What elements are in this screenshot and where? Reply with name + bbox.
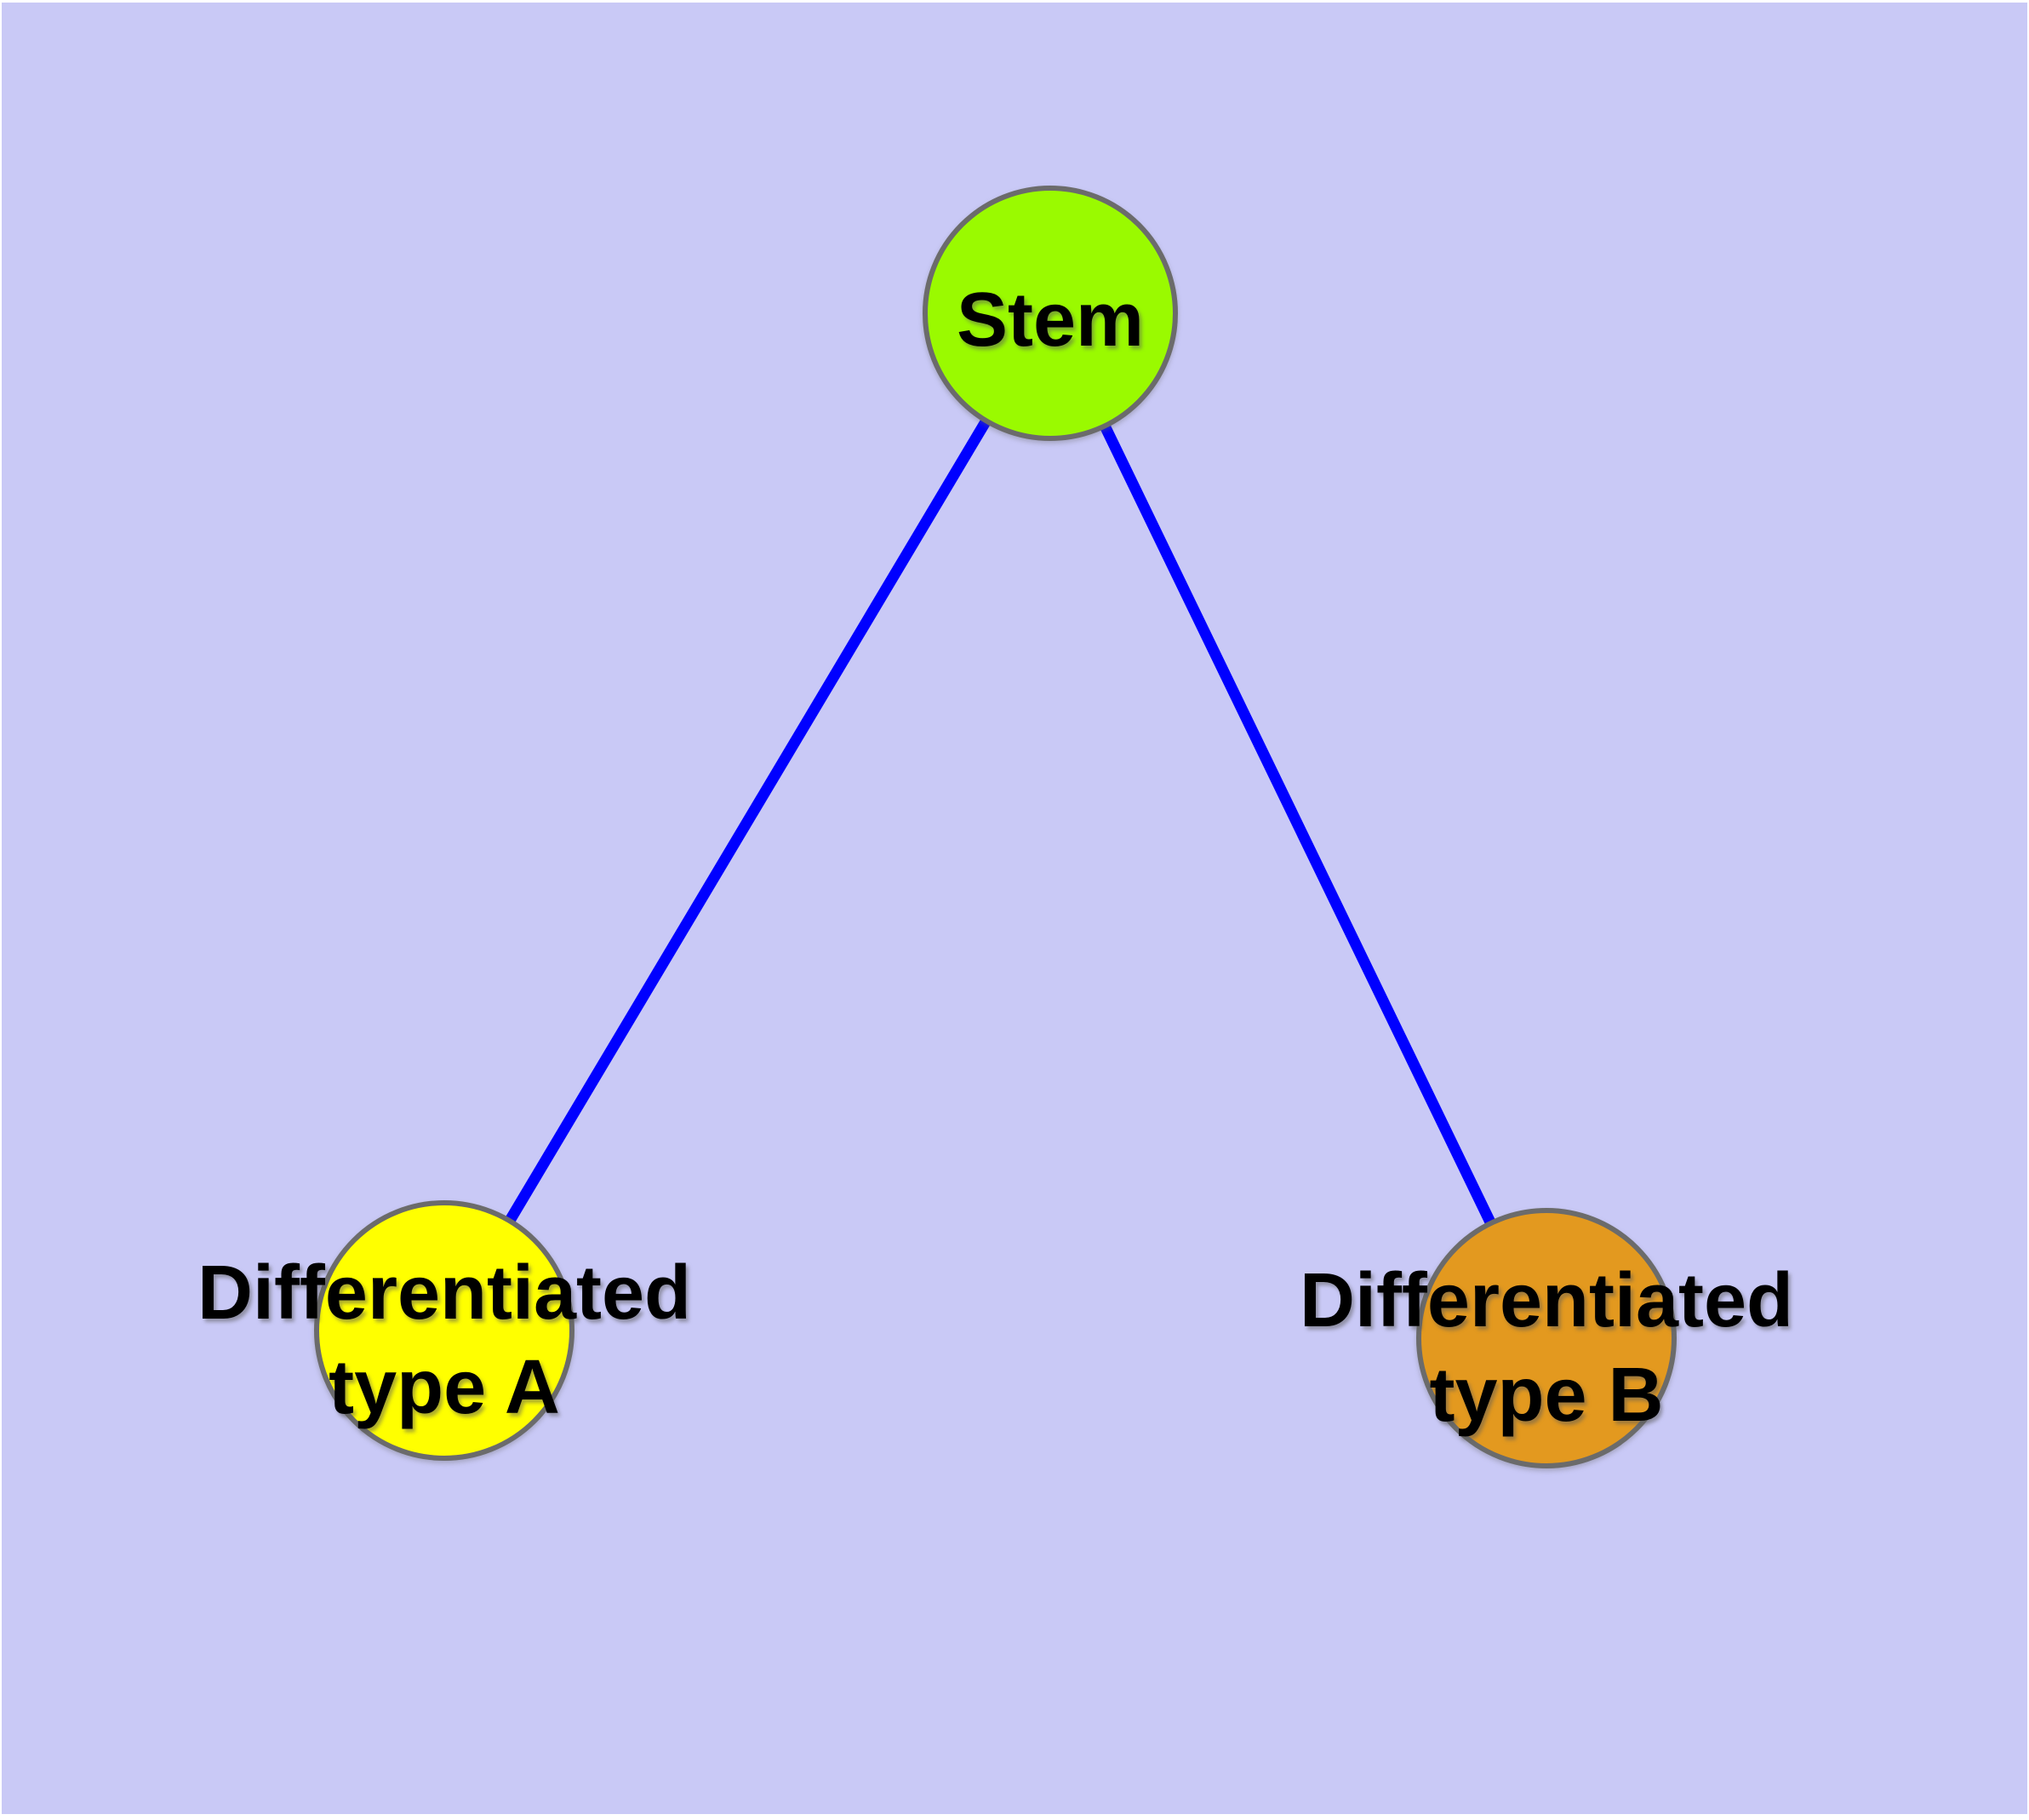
node-layer: Stem Differentiated type A Differentiate…	[197, 186, 1793, 1468]
edge-stem-to-type-a	[439, 310, 1055, 1334]
differentiated-type-a-label-line1: Differentiated	[197, 1251, 691, 1336]
differentiated-type-b-label-line1: Differentiated	[1300, 1258, 1793, 1343]
differentiated-type-a-node-circle[interactable]	[314, 1200, 574, 1461]
node-differentiated-type-b[interactable]: Differentiated type B	[1300, 1208, 1793, 1468]
stem-node-label: Stem	[957, 278, 1144, 363]
stem-node-circle[interactable]	[923, 186, 1178, 441]
edge-layer	[439, 310, 1552, 1341]
differentiated-type-b-label-line2: type B	[1429, 1353, 1663, 1438]
edge-stem-to-type-b	[1045, 311, 1552, 1341]
differentiated-type-b-node-circle[interactable]	[1416, 1208, 1677, 1468]
node-differentiated-type-a[interactable]: Differentiated type A	[197, 1200, 691, 1461]
node-stem[interactable]: Stem	[923, 186, 1178, 441]
differentiated-type-a-label-line2: type A	[329, 1345, 560, 1430]
